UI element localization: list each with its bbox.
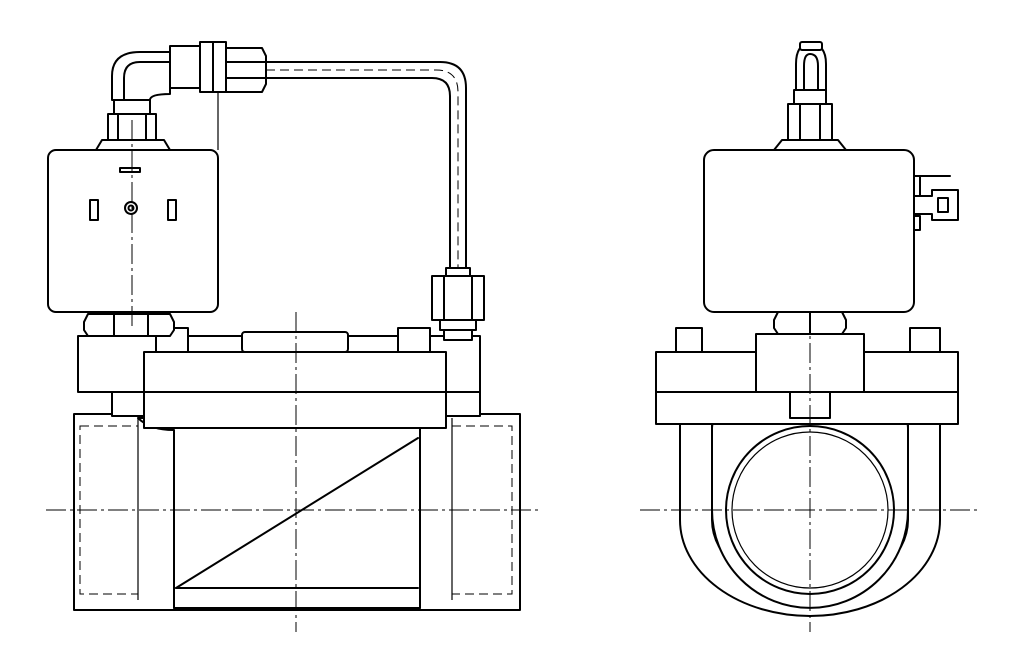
side-solenoid-coil bbox=[703, 149, 959, 313]
armature-stem bbox=[95, 99, 171, 151]
side-elbow-fitting bbox=[795, 41, 827, 91]
side-flange bbox=[655, 327, 959, 425]
solenoid-coil bbox=[47, 149, 219, 313]
elbow-fitting bbox=[111, 41, 267, 101]
pilot-fitting bbox=[431, 267, 485, 341]
neck-post-right bbox=[445, 391, 481, 417]
bonnet bbox=[143, 327, 447, 429]
side-armature-stem bbox=[773, 89, 847, 151]
valve-body bbox=[73, 413, 521, 611]
coil-nut bbox=[83, 313, 175, 337]
front-view bbox=[46, 41, 540, 632]
neck-post-left bbox=[111, 391, 147, 417]
side-view bbox=[640, 41, 980, 632]
pilot-tube bbox=[265, 61, 467, 276]
